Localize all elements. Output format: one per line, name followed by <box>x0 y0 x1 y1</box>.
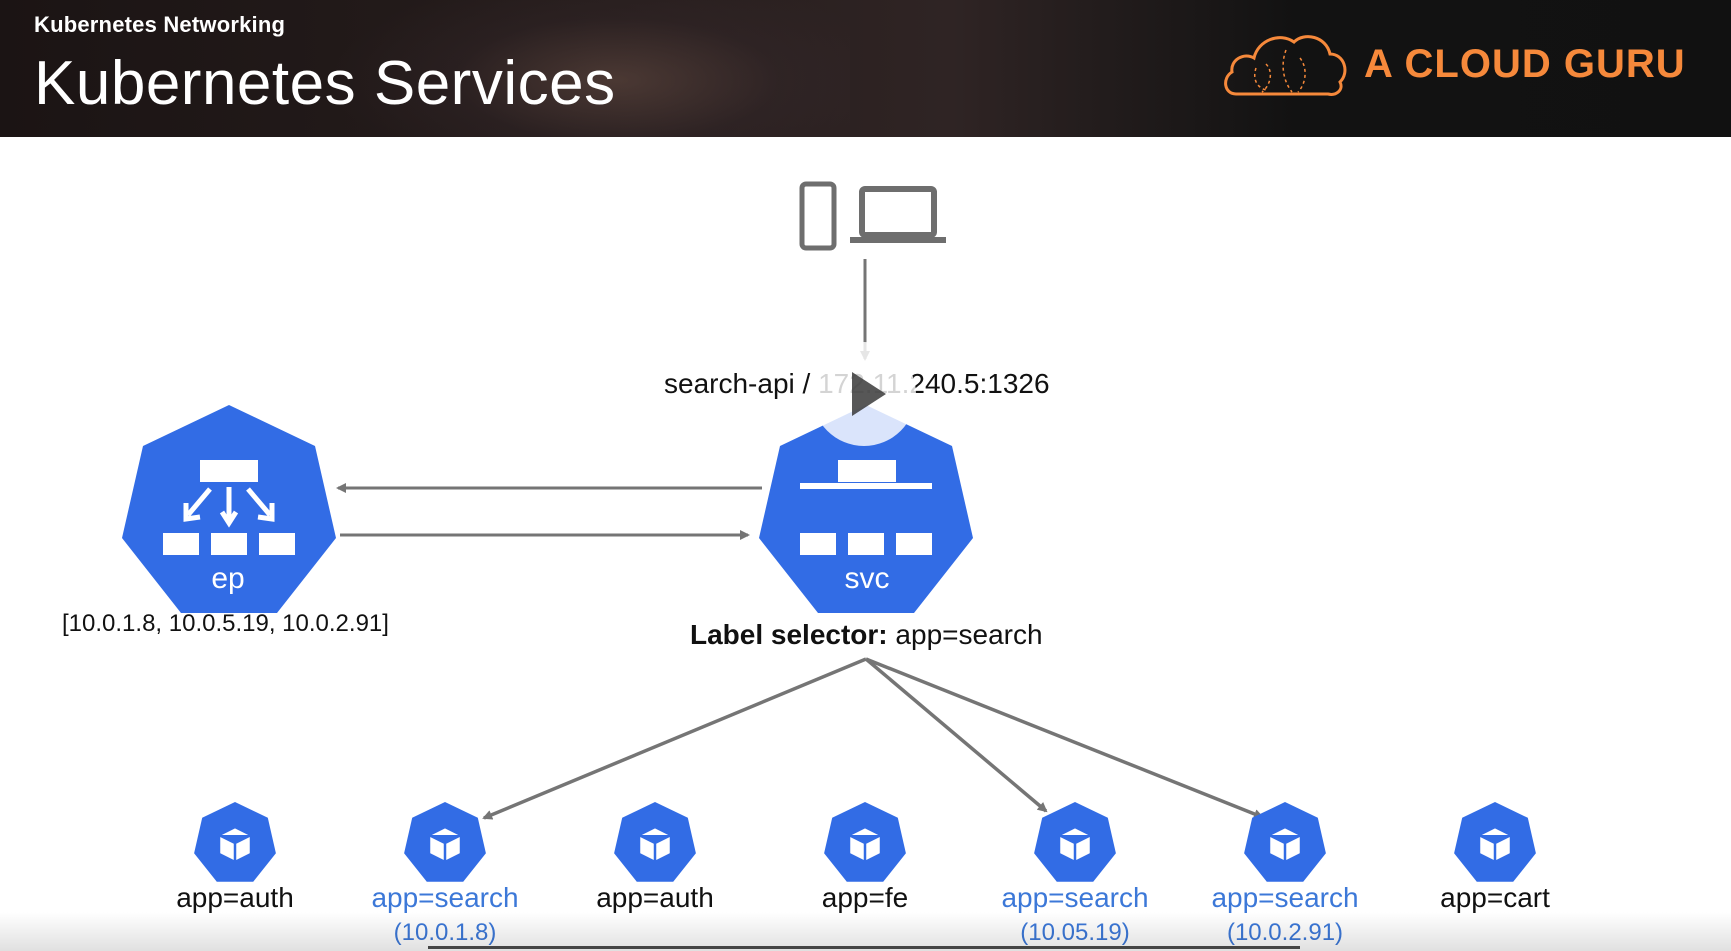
endpoints-icon <box>122 405 336 613</box>
pod-icon <box>1454 802 1536 882</box>
client-devices-icon <box>799 181 946 251</box>
slide-title: Kubernetes Services <box>34 49 616 118</box>
label-selector: Label selector: app=search <box>690 619 1043 651</box>
pod-icon <box>614 802 696 882</box>
pod-icon <box>194 802 276 882</box>
pod-label: app=auth <box>596 882 714 913</box>
pod-label: app=search <box>1001 882 1149 913</box>
brand-logo: A CLOUD GURU <box>1222 28 1685 104</box>
pod-ip: (10.05.19) <box>965 919 1185 947</box>
presenter-video-background <box>330 0 850 137</box>
pod-icon <box>1034 802 1116 882</box>
pod-label: app=auth <box>176 882 294 913</box>
pod-icon <box>1244 802 1326 882</box>
label-selector-key: Label selector: <box>690 619 888 650</box>
arrow-selector-to-pod-5 <box>864 657 1048 813</box>
section-label: Kubernetes Networking <box>34 12 286 37</box>
brand-name: A CLOUD GURU <box>1364 42 1686 86</box>
endpoints-list: [10.0.1.8, 10.0.5.19, 10.0.2.91] <box>62 610 389 637</box>
service-icon <box>759 405 973 613</box>
pod-icon <box>824 802 906 882</box>
pod-icon <box>404 802 486 882</box>
arrow-selector-to-pod-6 <box>865 657 1264 819</box>
video-progress-bar[interactable] <box>428 946 1300 949</box>
services-diagram: ep svc search-api / 172.11.240.5:1326 [1… <box>0 137 1731 951</box>
pod-ip: (10.0.2.91) <box>1175 919 1395 947</box>
arrow-selector-to-pod-2 <box>482 657 867 820</box>
pod-label: app=cart <box>1440 882 1550 913</box>
play-icon[interactable] <box>852 372 886 416</box>
label-selector-value: app=search <box>895 619 1043 650</box>
video-progress-track[interactable] <box>0 912 1731 951</box>
service-icon-label: svc <box>844 562 890 595</box>
pod-ip: (10.0.1.8) <box>335 919 555 947</box>
pod-icons <box>194 802 1536 882</box>
diagram-arrows <box>122 181 1536 882</box>
pod-label: app=search <box>371 882 519 913</box>
pod-label: app=fe <box>821 882 909 913</box>
pod-label: app=search <box>1211 882 1359 913</box>
endpoints-icon-label: ep <box>211 562 245 595</box>
cloud-icon <box>1224 35 1347 96</box>
play-button[interactable] <box>812 342 916 446</box>
slide-header: Kubernetes Networking Kubernetes Service… <box>0 0 1731 137</box>
